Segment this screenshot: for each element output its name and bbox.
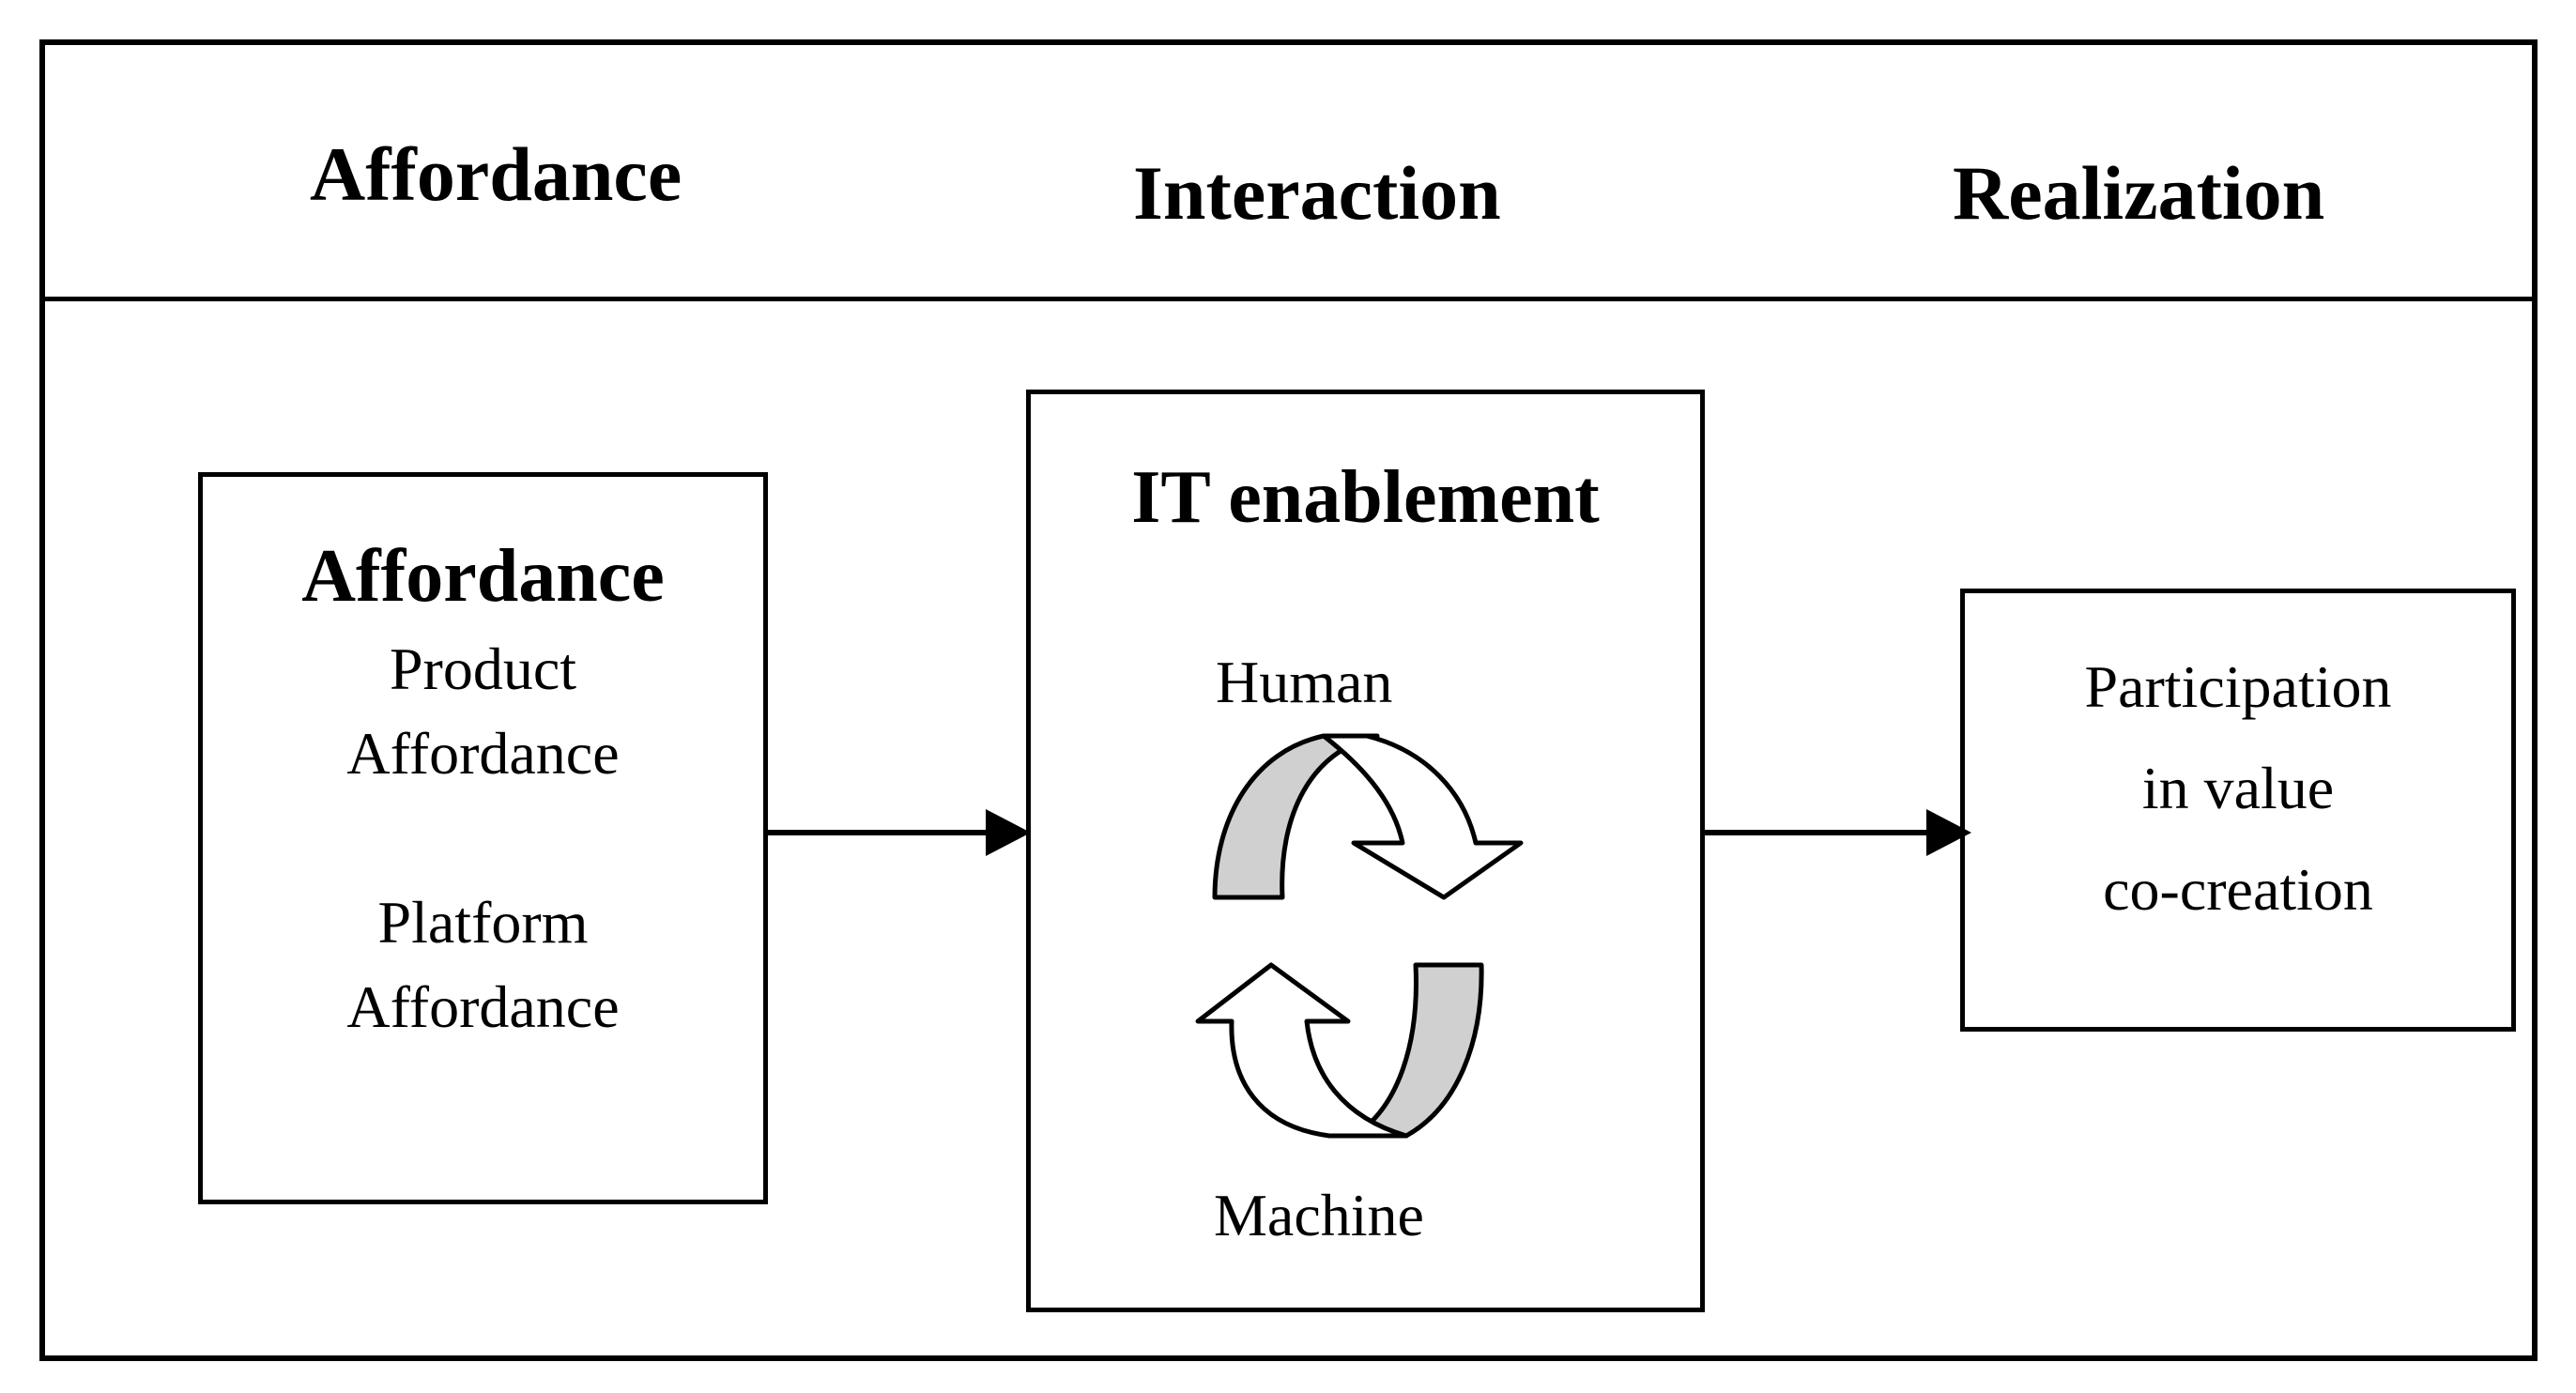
header-interaction: Interaction (1133, 150, 1501, 236)
product-affordance-line1: Product (389, 635, 577, 702)
product-affordance-line2: Affordance (346, 720, 620, 787)
header-affordance: Affordance (310, 131, 682, 217)
header-realization: Realization (1953, 150, 2325, 236)
cycle-arrow-bottom-icon (1195, 962, 1484, 1139)
arrow-it-to-realization (1705, 809, 1971, 856)
realization-box: Participation in value co-creation (1960, 589, 2516, 1032)
human-label: Human (1216, 649, 1393, 715)
platform-affordance-line2: Affordance (346, 973, 620, 1040)
arrow-affordance-to-it (768, 809, 1031, 856)
participation-line3: co-creation (2103, 856, 2373, 923)
participation-line2: in value (2141, 755, 2335, 821)
it-enablement-title: IT enablement (1131, 456, 1600, 539)
it-enablement-box: IT enablement Human Machine (1026, 390, 1705, 1312)
cycle-arrow-top-icon (1212, 733, 1524, 900)
header-divider (39, 297, 2538, 301)
platform-affordance-line1: Platform (377, 889, 589, 956)
affordance-box: Affordance Product Affordance Platform A… (198, 472, 768, 1204)
affordance-box-title: Affordance (301, 535, 665, 618)
diagram-frame (39, 39, 2538, 1361)
participation-line1: Participation (2084, 653, 2392, 720)
machine-label: Machine (1214, 1182, 1424, 1248)
